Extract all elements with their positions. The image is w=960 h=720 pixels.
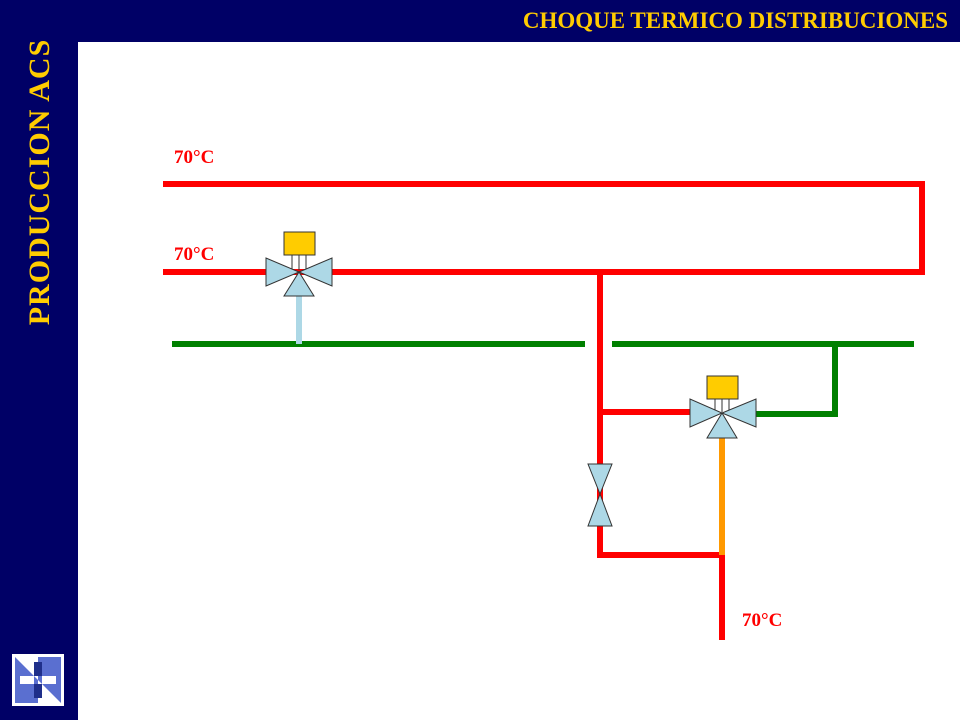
temp-label-top: 70°C [174,147,215,168]
header-bar: CHOQUE TERMICO DISTRIBUCIONES [78,0,960,42]
three-way-valve-1-icon [265,231,333,297]
sidebar: PRODUCCION ACS [0,0,78,720]
actuator-1 [283,231,316,256]
two-way-valve-icon [587,463,613,527]
temp-label-middle: 70°C [174,244,215,265]
institution-logo-icon [12,654,64,706]
three-way-valve-2-icon [689,375,757,439]
return-feed-to-mixing-valve [756,344,838,417]
hot-branch-pipe [597,269,725,640]
page-title: CHOQUE TERMICO DISTRIBUCIONES [522,8,948,33]
temp-label-bottom: 70°C [742,610,783,631]
actuator-2 [706,375,739,400]
